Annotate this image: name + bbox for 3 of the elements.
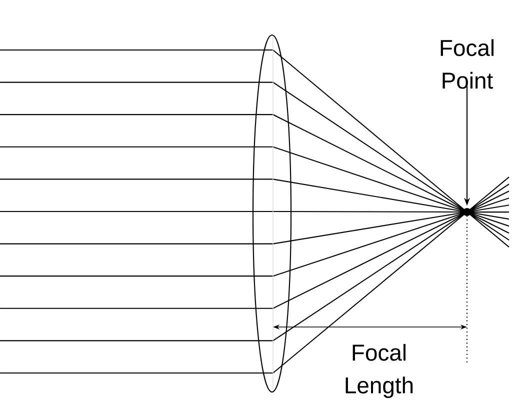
dimension-label: Focal Length xyxy=(346,344,413,398)
callout-text: Focal Point xyxy=(440,39,494,89)
focal-point-dot xyxy=(463,208,471,216)
